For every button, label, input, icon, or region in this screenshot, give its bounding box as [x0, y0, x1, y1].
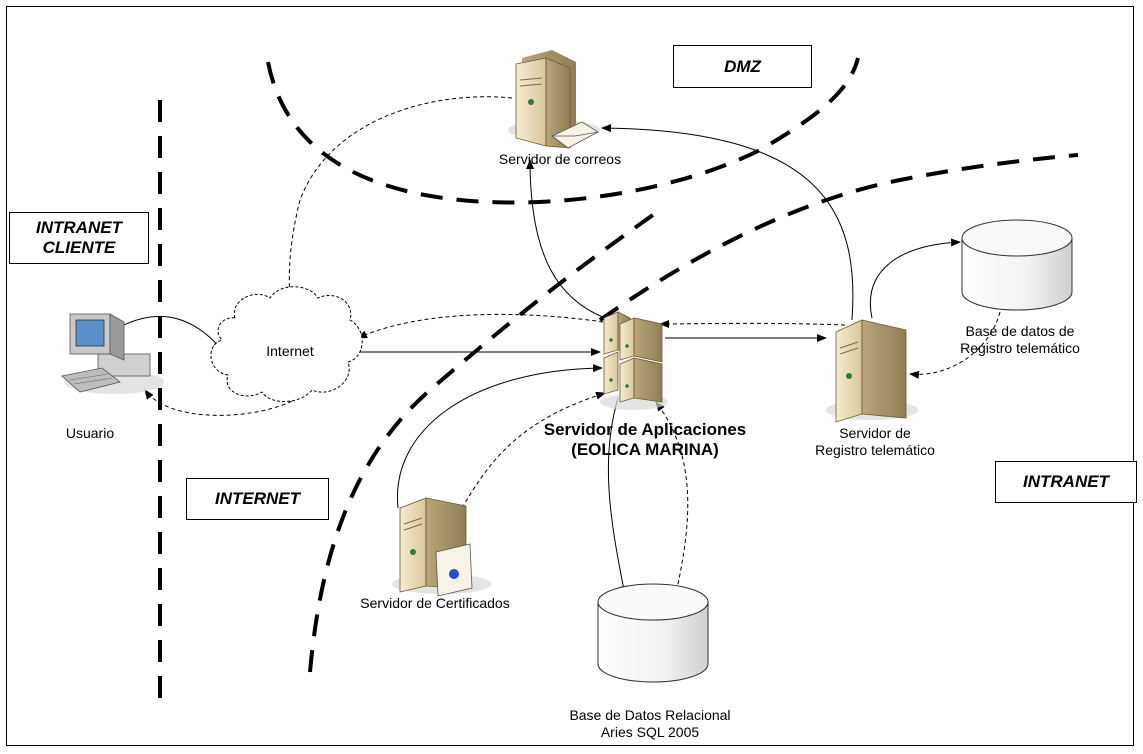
label-internet: Internet [266, 343, 314, 359]
link-cert-app [396, 364, 603, 509]
link-app-internet [357, 313, 604, 339]
link-db-app [655, 401, 689, 599]
link-mail-internet [285, 96, 513, 299]
label-mail-server: Servidor de correos [498, 151, 622, 167]
application-server-icon [600, 311, 668, 410]
zone-label-dmz: DMZ [673, 45, 812, 88]
link-app-db [607, 397, 628, 596]
link-app-mail [526, 159, 606, 319]
label-application-server: Servidor de Aplicaciones (EOLICA MARINA) [543, 420, 747, 460]
zone-boundaries [158, 57, 1079, 700]
connections [117, 96, 1001, 599]
label-certificate-server: Servidor de Certificados [360, 595, 510, 611]
link-user-internet [117, 315, 223, 351]
link-registry-mail [601, 124, 854, 321]
relational-database-icon [597, 583, 709, 683]
zone-label-internet: INTERNET [186, 478, 329, 520]
link-registry-db [870, 238, 961, 319]
label-registry-database: Base de datos de Registro telemático [960, 323, 1080, 356]
mail-server-icon [508, 50, 600, 149]
zone-label-intranet: INTRANET [995, 461, 1137, 503]
link-registry-app [659, 319, 846, 328]
zone-label-intranet-cliente: INTRANET CLIENTE [9, 212, 149, 264]
label-user: Usuario [65, 425, 115, 441]
boundary-intranet-top [598, 153, 1079, 322]
boundary-dmz [266, 57, 860, 205]
link-internet-user [144, 389, 299, 416]
certificate-server-icon [392, 497, 492, 597]
link-db-registry [909, 311, 1001, 379]
label-registry-server: Servidor de Registro telemático [815, 425, 935, 458]
internet-cloud-icon [210, 286, 363, 402]
registry-database-icon [961, 219, 1073, 311]
label-relational-database: Base de Datos Relacional Aries SQL 2005 [569, 707, 731, 740]
registry-server-icon [826, 319, 918, 423]
user-computer-icon [61, 313, 164, 394]
